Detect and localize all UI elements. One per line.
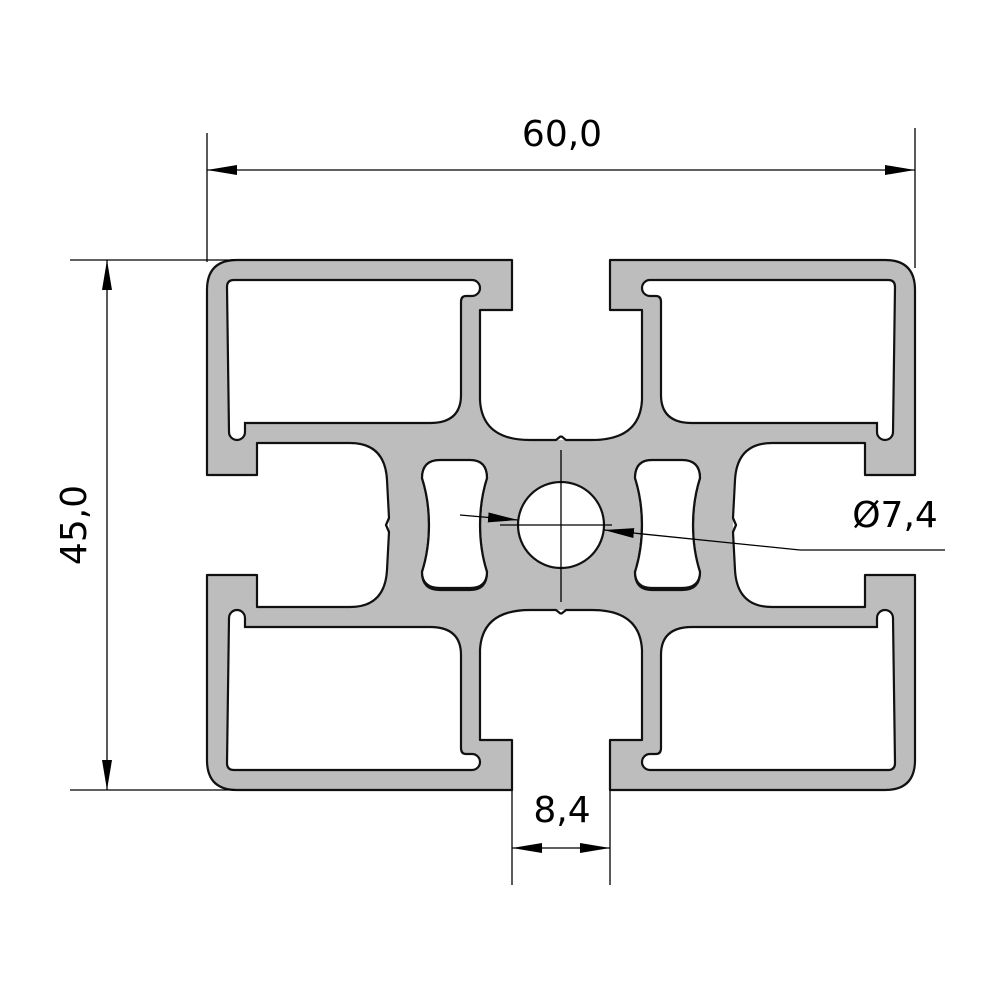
diameter-dimension: Ø7,4 — [459, 495, 945, 551]
slot-width-dimension: 8,4 — [511, 790, 611, 885]
width-label: 60,0 — [522, 114, 602, 155]
profile-cross-section — [205, 258, 917, 792]
slot-width-label: 8,4 — [533, 790, 590, 831]
height-label: 45,0 — [54, 485, 95, 565]
diameter-label: Ø7,4 — [852, 495, 938, 536]
width-dimension: 60,0 — [206, 114, 916, 268]
height-dimension: 45,0 — [54, 259, 235, 791]
